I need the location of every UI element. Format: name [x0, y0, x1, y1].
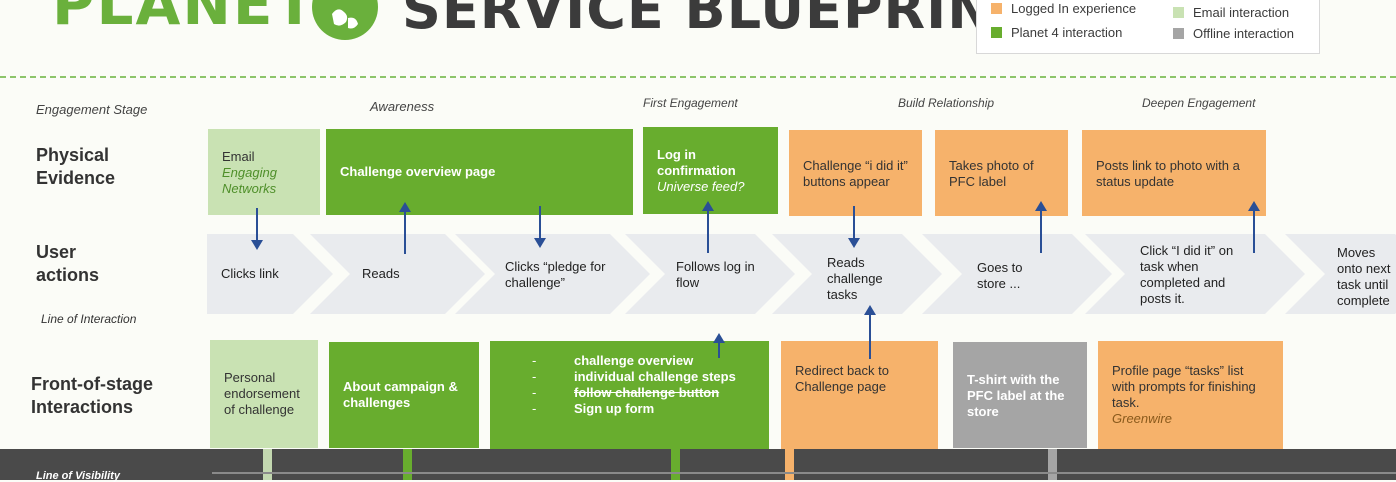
connector-planet4	[671, 449, 680, 480]
evidence-subtext: Engaging Networks	[222, 165, 277, 196]
evidence-subtext: Universe feed?	[657, 179, 745, 194]
action-goes-to-store: Goes to store ...	[977, 260, 1023, 291]
connector-planet4	[403, 449, 412, 480]
evidence-text: Email	[222, 149, 255, 164]
row-label-user-actions: User actions	[36, 242, 100, 285]
list-item: challenge overview	[532, 353, 769, 369]
legend: Logged In experience Planet 4 interactio…	[976, 0, 1320, 54]
line-of-visibility-label: Line of Visibility	[36, 470, 120, 482]
legend-item-logged-in: Logged In experience	[991, 1, 1136, 16]
legend-label: Offline interaction	[1193, 26, 1294, 41]
evidence-text: Takes photo of PFC label	[949, 158, 1034, 189]
front-personal-endorsement: Personal endorsement of challenge	[210, 340, 318, 448]
arrow-up	[702, 201, 714, 253]
evidence-login-confirmation: Log in confirmation Universe feed?	[643, 127, 778, 214]
connector-offline	[1048, 449, 1057, 480]
evidence-i-did-it-buttons: Challenge “i did it” buttons appear	[789, 130, 922, 216]
legend-swatch	[1173, 28, 1184, 39]
front-text: T-shirt with the PFC label at the store	[967, 372, 1065, 419]
evidence-text: Log in confirmation	[657, 147, 736, 178]
evidence-posts-link: Posts link to photo with a status update	[1082, 130, 1266, 216]
engagement-stage-label: Engagement Stage	[36, 102, 148, 117]
stage-first-engagement: First Engagement	[643, 96, 738, 110]
line-of-interaction-label: Line of Interaction	[41, 312, 137, 326]
stage-deepen-engagement: Deepen Engagement	[1142, 96, 1256, 110]
arrow-up	[1248, 201, 1260, 253]
evidence-challenge-overview-page: Challenge overview page	[326, 129, 633, 215]
front-redirect-back: Redirect back to Challenge page	[781, 341, 938, 449]
connector-logged-in	[785, 449, 794, 480]
action-clicks-pledge: Clicks “pledge for challenge”	[505, 259, 606, 290]
arrow-down	[848, 206, 860, 248]
legend-label: Planet 4 interaction	[1011, 25, 1123, 40]
header-divider	[0, 76, 1396, 78]
list-item: Sign up form	[532, 401, 769, 417]
legend-item-email: Email interaction	[1173, 5, 1289, 20]
line-of-visibility	[212, 472, 1396, 474]
line-of-visibility-band	[0, 449, 1396, 480]
action-moves-onto-next: Moves onto next task until complete	[1337, 245, 1391, 308]
evidence-text: Challenge “i did it” buttons appear	[803, 158, 908, 189]
action-click-i-did-it: Click “I did it” on task when completed …	[1140, 243, 1234, 306]
action-clicks-link: Clicks link	[221, 266, 279, 281]
action-follows-login: Follows log in flow	[676, 259, 755, 290]
legend-item-offline: Offline interaction	[1173, 26, 1294, 41]
front-profile-tasks: Profile page “tasks” list with prompts f…	[1098, 341, 1283, 449]
front-challenge-pages: challenge overview individual challenge …	[490, 341, 769, 449]
arrow-down	[534, 206, 546, 248]
front-feature-list: challenge overview individual challenge …	[532, 353, 769, 417]
evidence-email: Email Engaging Networks	[208, 129, 320, 215]
connector-email	[263, 449, 272, 480]
page-title: SERVICE BLUEPRINT	[402, 0, 1032, 41]
legend-item-planet4: Planet 4 interaction	[991, 25, 1122, 40]
arrow-down	[251, 208, 263, 250]
legend-swatch	[991, 3, 1002, 14]
list-item: follow challenge button	[532, 385, 769, 401]
legend-swatch	[1173, 7, 1184, 18]
stage-build-relationship: Build Relationship	[898, 96, 995, 110]
evidence-text: Posts link to photo with a status update	[1096, 158, 1240, 189]
action-reads-tasks: Reads challenge tasks	[827, 255, 883, 302]
evidence-text: Challenge overview page	[340, 164, 496, 179]
list-item: individual challenge steps	[532, 369, 769, 385]
arrow-up	[864, 305, 876, 359]
front-about-campaign: About campaign & challenges	[329, 342, 479, 448]
row-label-physical-evidence: Physical Evidence	[36, 145, 116, 188]
globe-icon	[312, 0, 378, 40]
arrow-up	[713, 333, 725, 358]
front-tshirt-label: T-shirt with the PFC label at the store	[953, 342, 1087, 448]
legend-label: Email interaction	[1193, 5, 1290, 20]
front-text: Redirect back to Challenge page	[795, 363, 889, 394]
arrow-up	[1035, 201, 1047, 253]
front-text: About campaign & challenges	[343, 379, 458, 410]
front-note: Greenwire	[1112, 411, 1172, 426]
row-label-front-of-stage: Front-of-stage Interactions	[31, 374, 153, 417]
front-text: Personal endorsement of challenge	[224, 370, 300, 417]
stage-awareness: Awareness	[370, 99, 435, 114]
evidence-takes-photo: Takes photo of PFC label	[935, 130, 1068, 216]
legend-label: Logged In experience	[1011, 1, 1137, 16]
action-reads: Reads	[362, 266, 400, 281]
arrow-up	[399, 202, 411, 254]
front-text: Profile page “tasks” list with prompts f…	[1112, 363, 1256, 410]
legend-swatch	[991, 27, 1002, 38]
